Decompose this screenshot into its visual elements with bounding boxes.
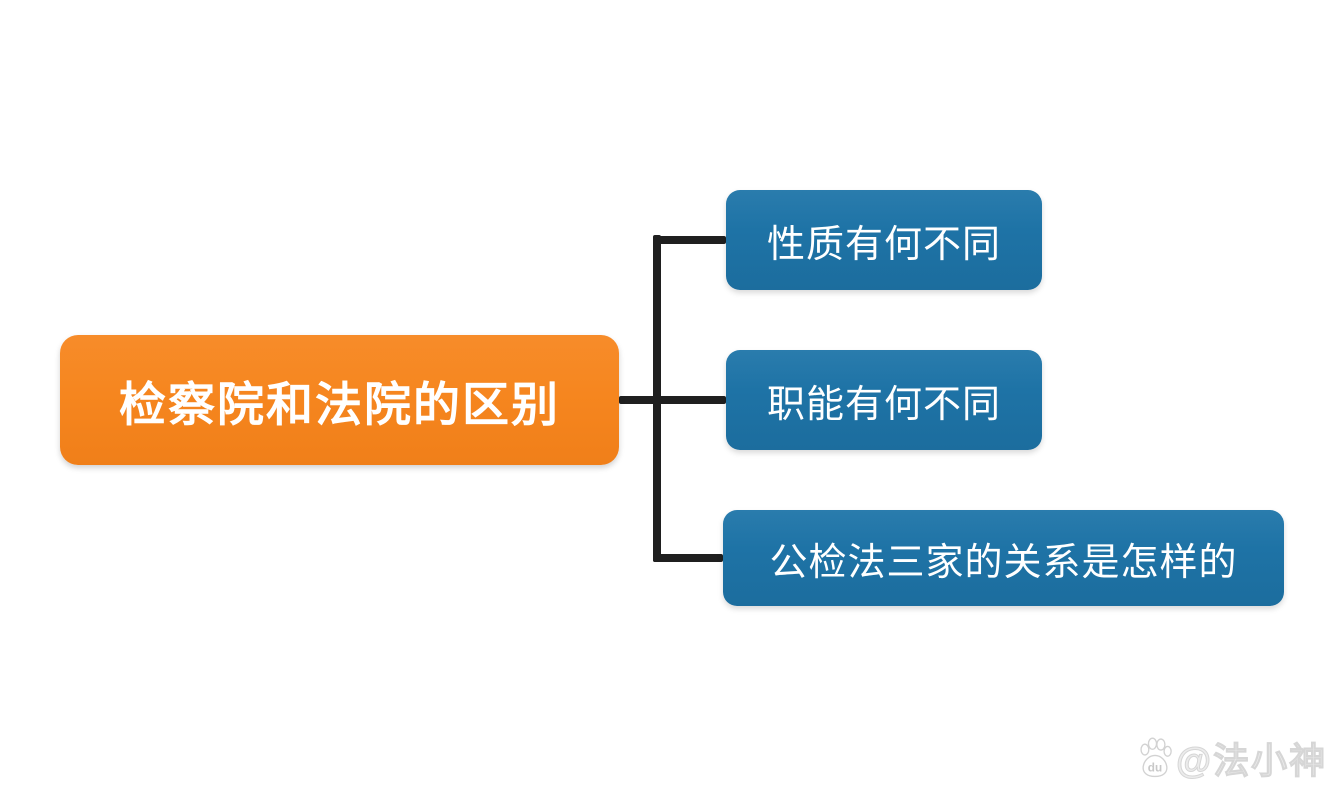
connector-branch-nature [653, 236, 726, 244]
connector-branch-function [619, 396, 726, 404]
child-node-nature-difference[interactable]: 性质有何不同 [726, 190, 1042, 290]
connector-branch-relation [653, 554, 723, 562]
baidu-paw-icon: du [1140, 737, 1172, 778]
watermark-text: @法小神 [1175, 740, 1328, 782]
root-node-court-vs-procuratorate[interactable]: 检察院和法院的区别 [60, 335, 619, 465]
watermark: du @法小神 [1138, 732, 1327, 784]
paw-icon-du-label: du [1148, 761, 1162, 774]
child-node-function-difference[interactable]: 职能有何不同 [726, 350, 1042, 450]
child-node-three-agencies-relation[interactable]: 公检法三家的关系是怎样的 [723, 510, 1284, 606]
